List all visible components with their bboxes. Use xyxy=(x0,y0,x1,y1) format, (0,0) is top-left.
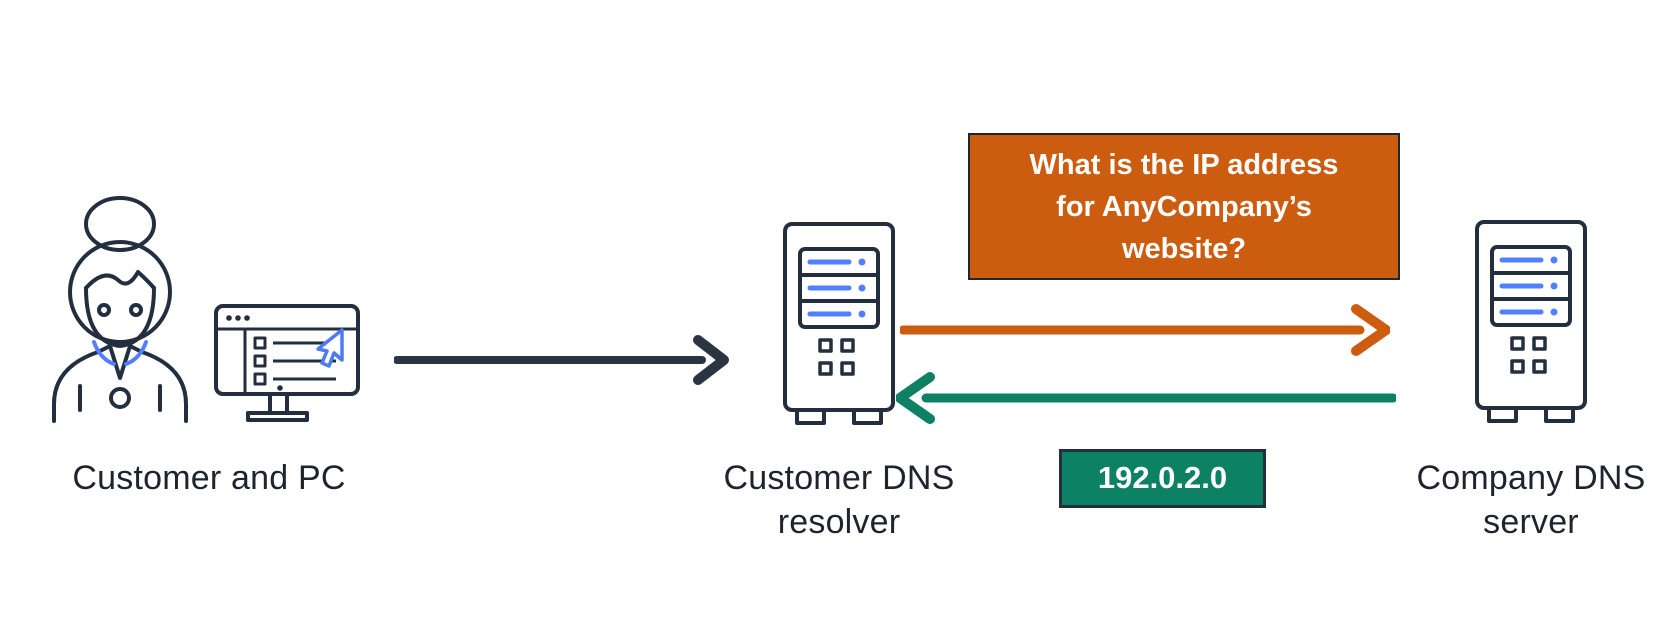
query-text-line: website? xyxy=(1121,233,1247,265)
ip-address-text: 192.0.2.0 xyxy=(1097,460,1228,495)
label-company-dns-server: Company DNS server xyxy=(1381,456,1680,544)
label-line: server xyxy=(1483,503,1579,541)
customer-icon xyxy=(52,196,188,423)
label-line: Company DNS xyxy=(1416,459,1646,497)
label-line: Customer and PC xyxy=(72,459,346,497)
response-arrow xyxy=(896,372,1396,424)
label-customer-dns-resolver: Customer DNS resolver xyxy=(689,456,989,544)
query-arrow xyxy=(900,304,1390,356)
cursor-icon xyxy=(316,328,344,368)
customer-request-arrow xyxy=(394,335,729,385)
label-line: Customer DNS xyxy=(723,459,955,497)
dns-query-box: What is the IP address for AnyCompany’s … xyxy=(968,133,1400,280)
dns-response-box: 192.0.2.0 xyxy=(1059,449,1266,508)
company-dns-server-icon xyxy=(1475,220,1587,423)
query-text-line: for AnyCompany’s xyxy=(1056,191,1312,223)
query-text-line: What is the IP address xyxy=(1029,149,1339,181)
label-customer-and-pc: Customer and PC xyxy=(34,456,384,500)
dns-resolver-server-icon xyxy=(783,222,895,425)
label-line: resolver xyxy=(777,503,901,541)
pc-monitor-icon xyxy=(214,304,360,422)
